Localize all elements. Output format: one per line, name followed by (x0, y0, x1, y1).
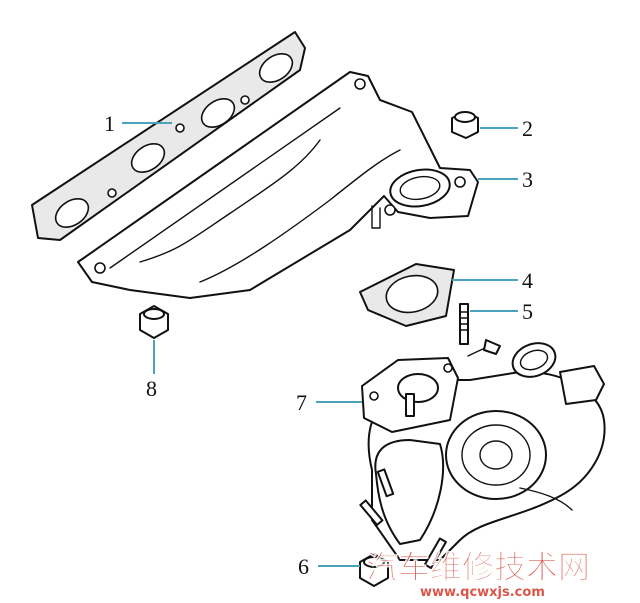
stud (459, 303, 469, 345)
exhaust-manifold (77, 71, 479, 299)
manifold-gasket (31, 31, 306, 241)
nut-left (139, 305, 169, 339)
turbo-gasket (359, 263, 455, 327)
callout-2: 2 (522, 116, 533, 141)
callout-3: 3 (522, 167, 533, 192)
callout-labels: 1 2 3 4 5 6 7 8 (104, 111, 533, 579)
callout-6: 6 (298, 554, 309, 579)
nut-top (451, 111, 479, 139)
callout-1: 1 (104, 111, 115, 136)
callout-7: 7 (296, 390, 307, 415)
callout-8: 8 (146, 376, 157, 401)
callout-4: 4 (522, 268, 533, 293)
leader-lines (122, 122, 518, 567)
nut-bottom (359, 553, 389, 587)
watermark-title: 汽车维修技术网 (366, 548, 590, 586)
watermark: 汽车维修技术网 www.qcwxjs.com (366, 548, 591, 600)
watermark-url: www.qcwxjs.com (420, 585, 545, 600)
turbocharger (359, 339, 606, 569)
callout-5: 5 (522, 299, 533, 324)
